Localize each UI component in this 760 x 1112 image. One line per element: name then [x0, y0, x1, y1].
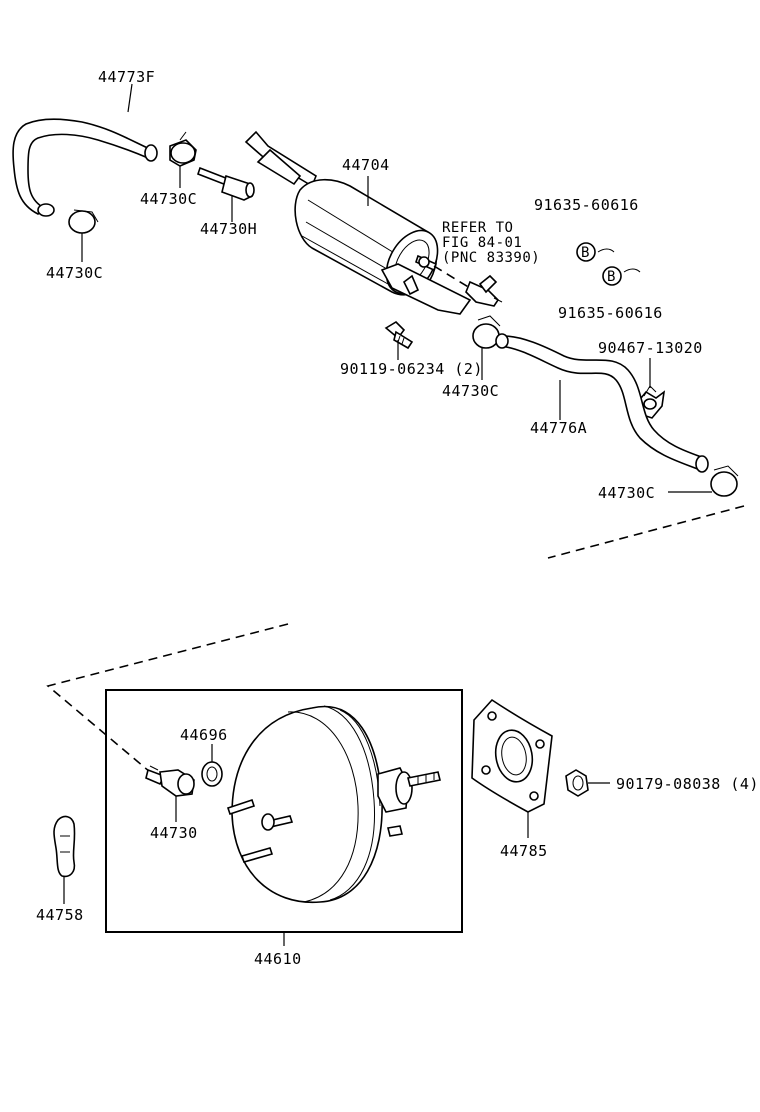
label-44730c-d: 44730C — [598, 484, 655, 502]
label-44785: 44785 — [500, 842, 548, 860]
check-valve-icon — [145, 765, 195, 797]
label-44730c-b: 44730C — [46, 264, 103, 282]
label-44696: 44696 — [180, 726, 228, 744]
hose-clamp-icon — [710, 465, 739, 497]
clip-icon — [602, 266, 641, 286]
union-fitting-icon — [197, 166, 255, 201]
label-44730h: 44730H — [200, 220, 257, 238]
label-90467: 90467-13020 — [598, 339, 703, 357]
grommet-icon — [201, 761, 223, 787]
label-44730: 44730 — [150, 824, 198, 842]
label-44758: 44758 — [36, 906, 84, 924]
hose-clamp-icon — [68, 209, 99, 234]
hose-44776a-icon — [495, 333, 709, 473]
hose-clamp-icon — [169, 131, 197, 167]
label-44730c-c: 44730C — [442, 382, 499, 400]
label-refer-line2: FIG 84-01 — [442, 235, 522, 251]
label-refer-line1: REFER TO — [442, 220, 513, 236]
vacuum-switch-icon — [465, 274, 503, 307]
vacuum-tank-icon — [244, 130, 472, 315]
bolt-icon — [384, 320, 414, 350]
label-44704: 44704 — [342, 156, 390, 174]
label-refer-line3: (PNC 83390) — [442, 250, 540, 266]
nut-icon — [565, 769, 589, 797]
gasket-icon — [471, 698, 553, 813]
label-bolt: 90119-06234 (2) — [340, 360, 483, 378]
label-clip-bottom: 91635-60616 — [558, 304, 663, 322]
leader-44773f — [127, 83, 133, 113]
clip-small-icon — [53, 815, 76, 878]
reference-dash-line — [433, 265, 471, 289]
clip-symbol-b-1: B — [581, 245, 590, 261]
label-nut: 90179-08038 (4) — [616, 775, 759, 793]
clip-icon — [576, 242, 615, 262]
hose-44773f-icon — [12, 118, 158, 217]
brake-booster-icon — [226, 705, 441, 904]
reference-dash-line — [46, 623, 289, 773]
label-44773f: 44773F — [98, 68, 155, 86]
label-clip-top: 91635-60616 — [534, 196, 639, 214]
label-44610: 44610 — [254, 950, 302, 968]
clip-holder-icon — [635, 385, 666, 419]
label-44730c-a: 44730C — [140, 190, 197, 208]
reference-dash-line — [547, 505, 745, 559]
clip-symbol-b-2: B — [607, 269, 616, 285]
label-44776a: 44776A — [530, 419, 587, 437]
